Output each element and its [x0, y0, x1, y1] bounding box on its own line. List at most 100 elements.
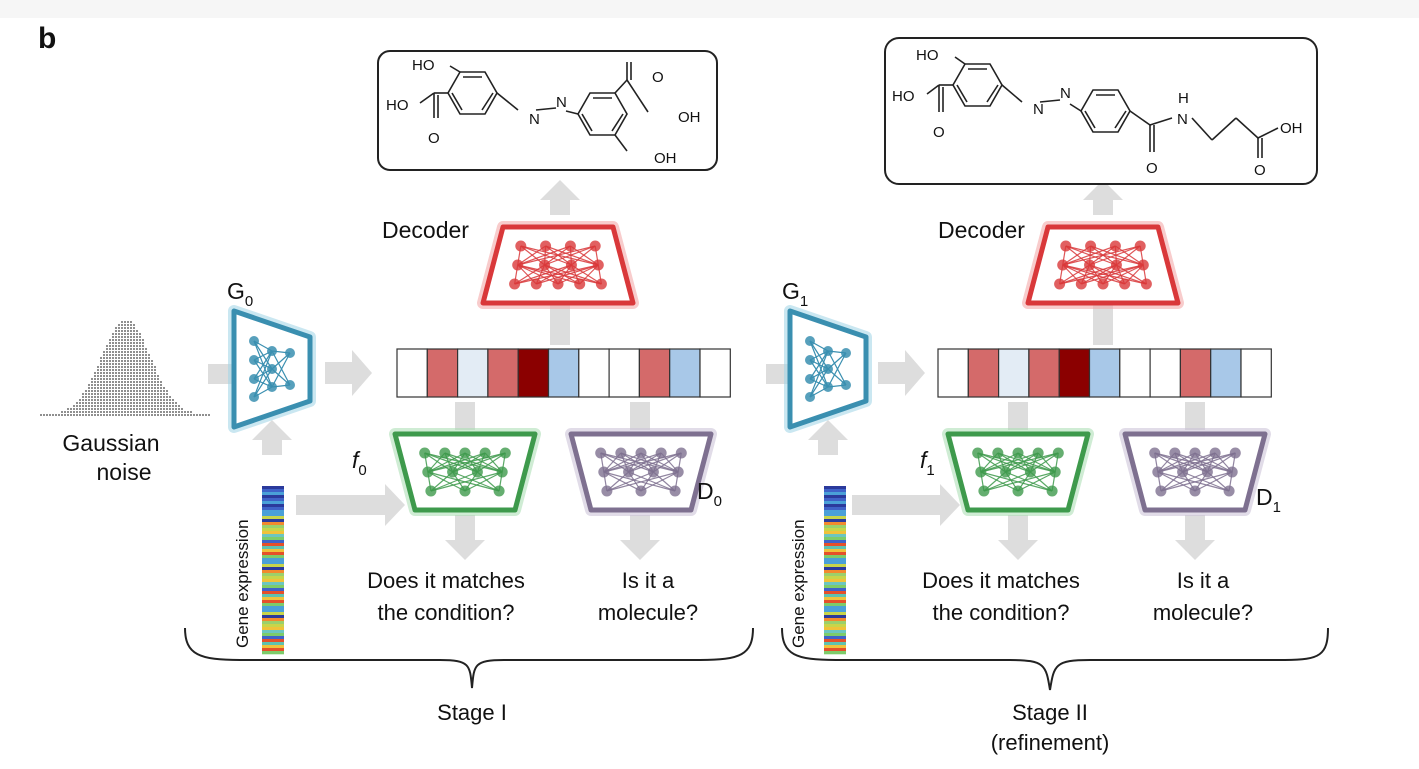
noise-dot — [130, 354, 132, 356]
noise-dot — [124, 363, 126, 365]
noise-dot — [106, 354, 108, 356]
noise-dot — [154, 378, 156, 380]
noise-dot — [115, 333, 117, 335]
arrow-gene-to-g0 — [252, 420, 292, 455]
gene2-stripe — [824, 555, 846, 559]
noise-dot — [133, 324, 135, 326]
g1-edge — [827, 350, 847, 386]
noise-dot — [85, 405, 87, 407]
dec2-edge — [1089, 264, 1125, 285]
noise-dot — [112, 336, 114, 338]
noise-dot — [100, 402, 102, 404]
noise-dot — [139, 366, 141, 368]
mol1-n2: N — [556, 94, 567, 111]
noise-dot — [160, 396, 162, 398]
noise-dot — [187, 414, 189, 416]
f1-edge — [980, 452, 1019, 473]
noise-dot — [112, 399, 114, 401]
noise-dot — [55, 414, 57, 416]
gene2-stripe — [824, 492, 846, 496]
gene2-stripe — [824, 594, 846, 598]
d1-edge — [1157, 452, 1216, 473]
d0-node — [647, 466, 659, 478]
noise-dot — [106, 393, 108, 395]
noise-dot — [94, 393, 96, 395]
noise-dot — [118, 342, 120, 344]
noise-dot — [139, 333, 141, 335]
noise-dot — [115, 402, 117, 404]
noise-dot — [130, 369, 132, 371]
dec1-edge — [544, 245, 596, 266]
dec2-node — [1097, 278, 1109, 290]
noise-dot — [121, 354, 123, 356]
noise-dot — [124, 327, 126, 329]
noise-dot — [118, 390, 120, 392]
noise-dot — [124, 384, 126, 386]
noise-dot — [148, 414, 150, 416]
noise-dot — [145, 399, 147, 401]
noise-dot — [148, 357, 150, 359]
dec1-node — [574, 278, 586, 290]
noise-dot — [118, 396, 120, 398]
noise-dot — [97, 381, 99, 383]
noise-dot — [139, 342, 141, 344]
noise-dot — [157, 405, 159, 407]
arrow-f1-to-question — [998, 515, 1038, 560]
noise-dot — [145, 390, 147, 392]
noise-dot — [133, 330, 135, 332]
noise-dot — [145, 369, 147, 371]
f0-edge — [424, 452, 478, 473]
dec2-edge — [1062, 264, 1125, 285]
noise-dot — [160, 399, 162, 401]
noise-dot — [172, 402, 174, 404]
f1-node — [1012, 447, 1024, 459]
noise-dot — [109, 369, 111, 371]
d0-edge — [606, 471, 679, 492]
noise-dot — [160, 405, 162, 407]
noise-dot — [106, 405, 108, 407]
gene1-stripe — [262, 516, 284, 520]
noise-dot — [112, 387, 114, 389]
noise-dot — [103, 408, 105, 410]
noise-dot — [130, 372, 132, 374]
noise-dot — [157, 384, 159, 386]
noise-dot — [136, 333, 138, 335]
noise-dot — [130, 360, 132, 362]
noise-dot — [115, 357, 117, 359]
g0-node — [267, 346, 277, 356]
noise-dot — [124, 390, 126, 392]
noise-dot — [118, 399, 120, 401]
noise-dot — [181, 408, 183, 410]
noise-dot — [151, 369, 153, 371]
g1-node — [805, 336, 815, 346]
arrow-latent-to-f0 — [455, 402, 475, 430]
arrow-f0-to-question — [445, 515, 485, 560]
arrow-latent-to-decoder — [550, 300, 570, 345]
noise-dot — [163, 393, 165, 395]
condition-network-f0 — [389, 428, 541, 516]
arrow-g0-to-latent — [325, 350, 372, 396]
gene1-stripe — [262, 522, 284, 526]
noise-dot — [163, 399, 165, 401]
noise-dot — [100, 381, 102, 383]
d0-edge — [603, 452, 662, 473]
noise-dot — [133, 384, 135, 386]
gene1-stripe — [262, 543, 284, 547]
arrow-latent2-to-decoder — [1093, 300, 1113, 345]
noise-dot — [142, 354, 144, 356]
g0-edge — [271, 352, 291, 388]
molecule-labels-1: HO HO O N N O OH OH — [386, 57, 701, 167]
noise-dot — [133, 327, 135, 329]
lat1-cell — [396, 348, 428, 398]
noise-dot — [133, 333, 135, 335]
noise-dot — [94, 408, 96, 410]
d1-node — [1149, 447, 1161, 459]
lat1-cell — [426, 348, 459, 398]
f1-node — [992, 447, 1004, 459]
arrow-gene-to-f0 — [296, 484, 405, 526]
noise-dot — [112, 405, 114, 407]
d0-node — [601, 485, 613, 497]
gene2-stripe — [824, 510, 846, 514]
noise-dot — [124, 369, 126, 371]
f1-frame — [945, 431, 1091, 513]
